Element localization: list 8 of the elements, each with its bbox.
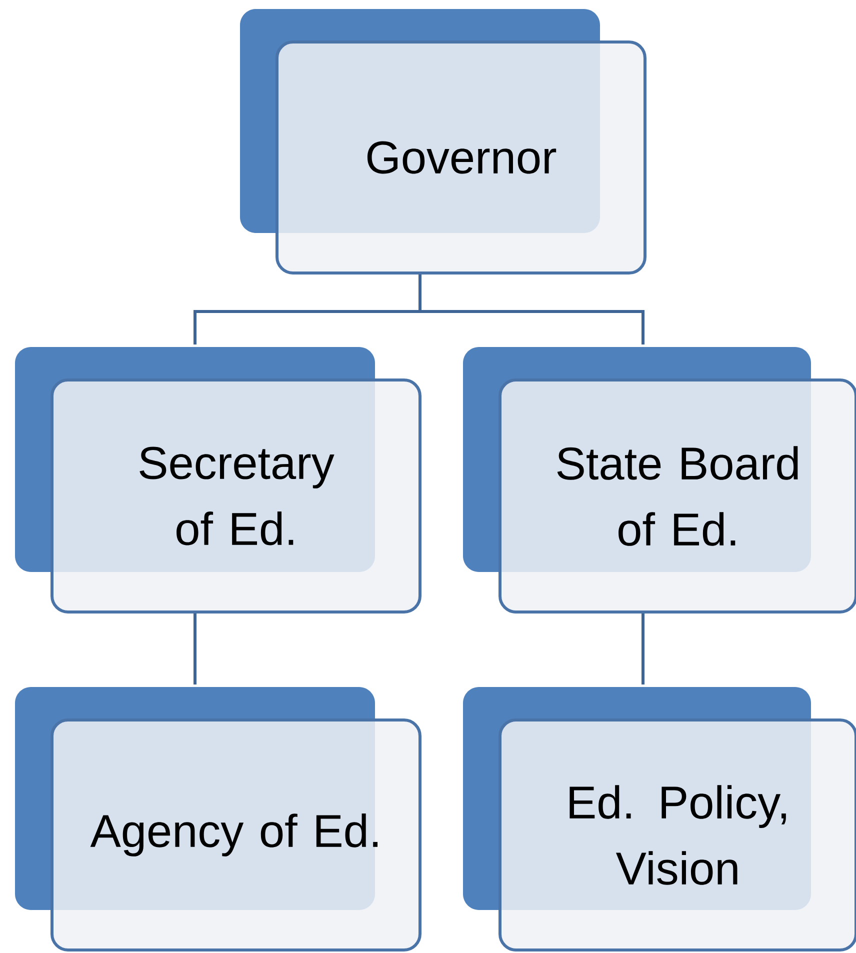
org-box: Governor xyxy=(276,40,646,274)
org-box: Agency of Ed. xyxy=(50,718,422,952)
connector xyxy=(194,614,196,684)
connector xyxy=(418,274,644,344)
connector xyxy=(642,614,644,684)
org-box: State Board of Ed. xyxy=(498,378,856,614)
org-box: Secretary of Ed. xyxy=(50,378,422,614)
org-box: Ed. Policy, Vision xyxy=(498,718,856,952)
